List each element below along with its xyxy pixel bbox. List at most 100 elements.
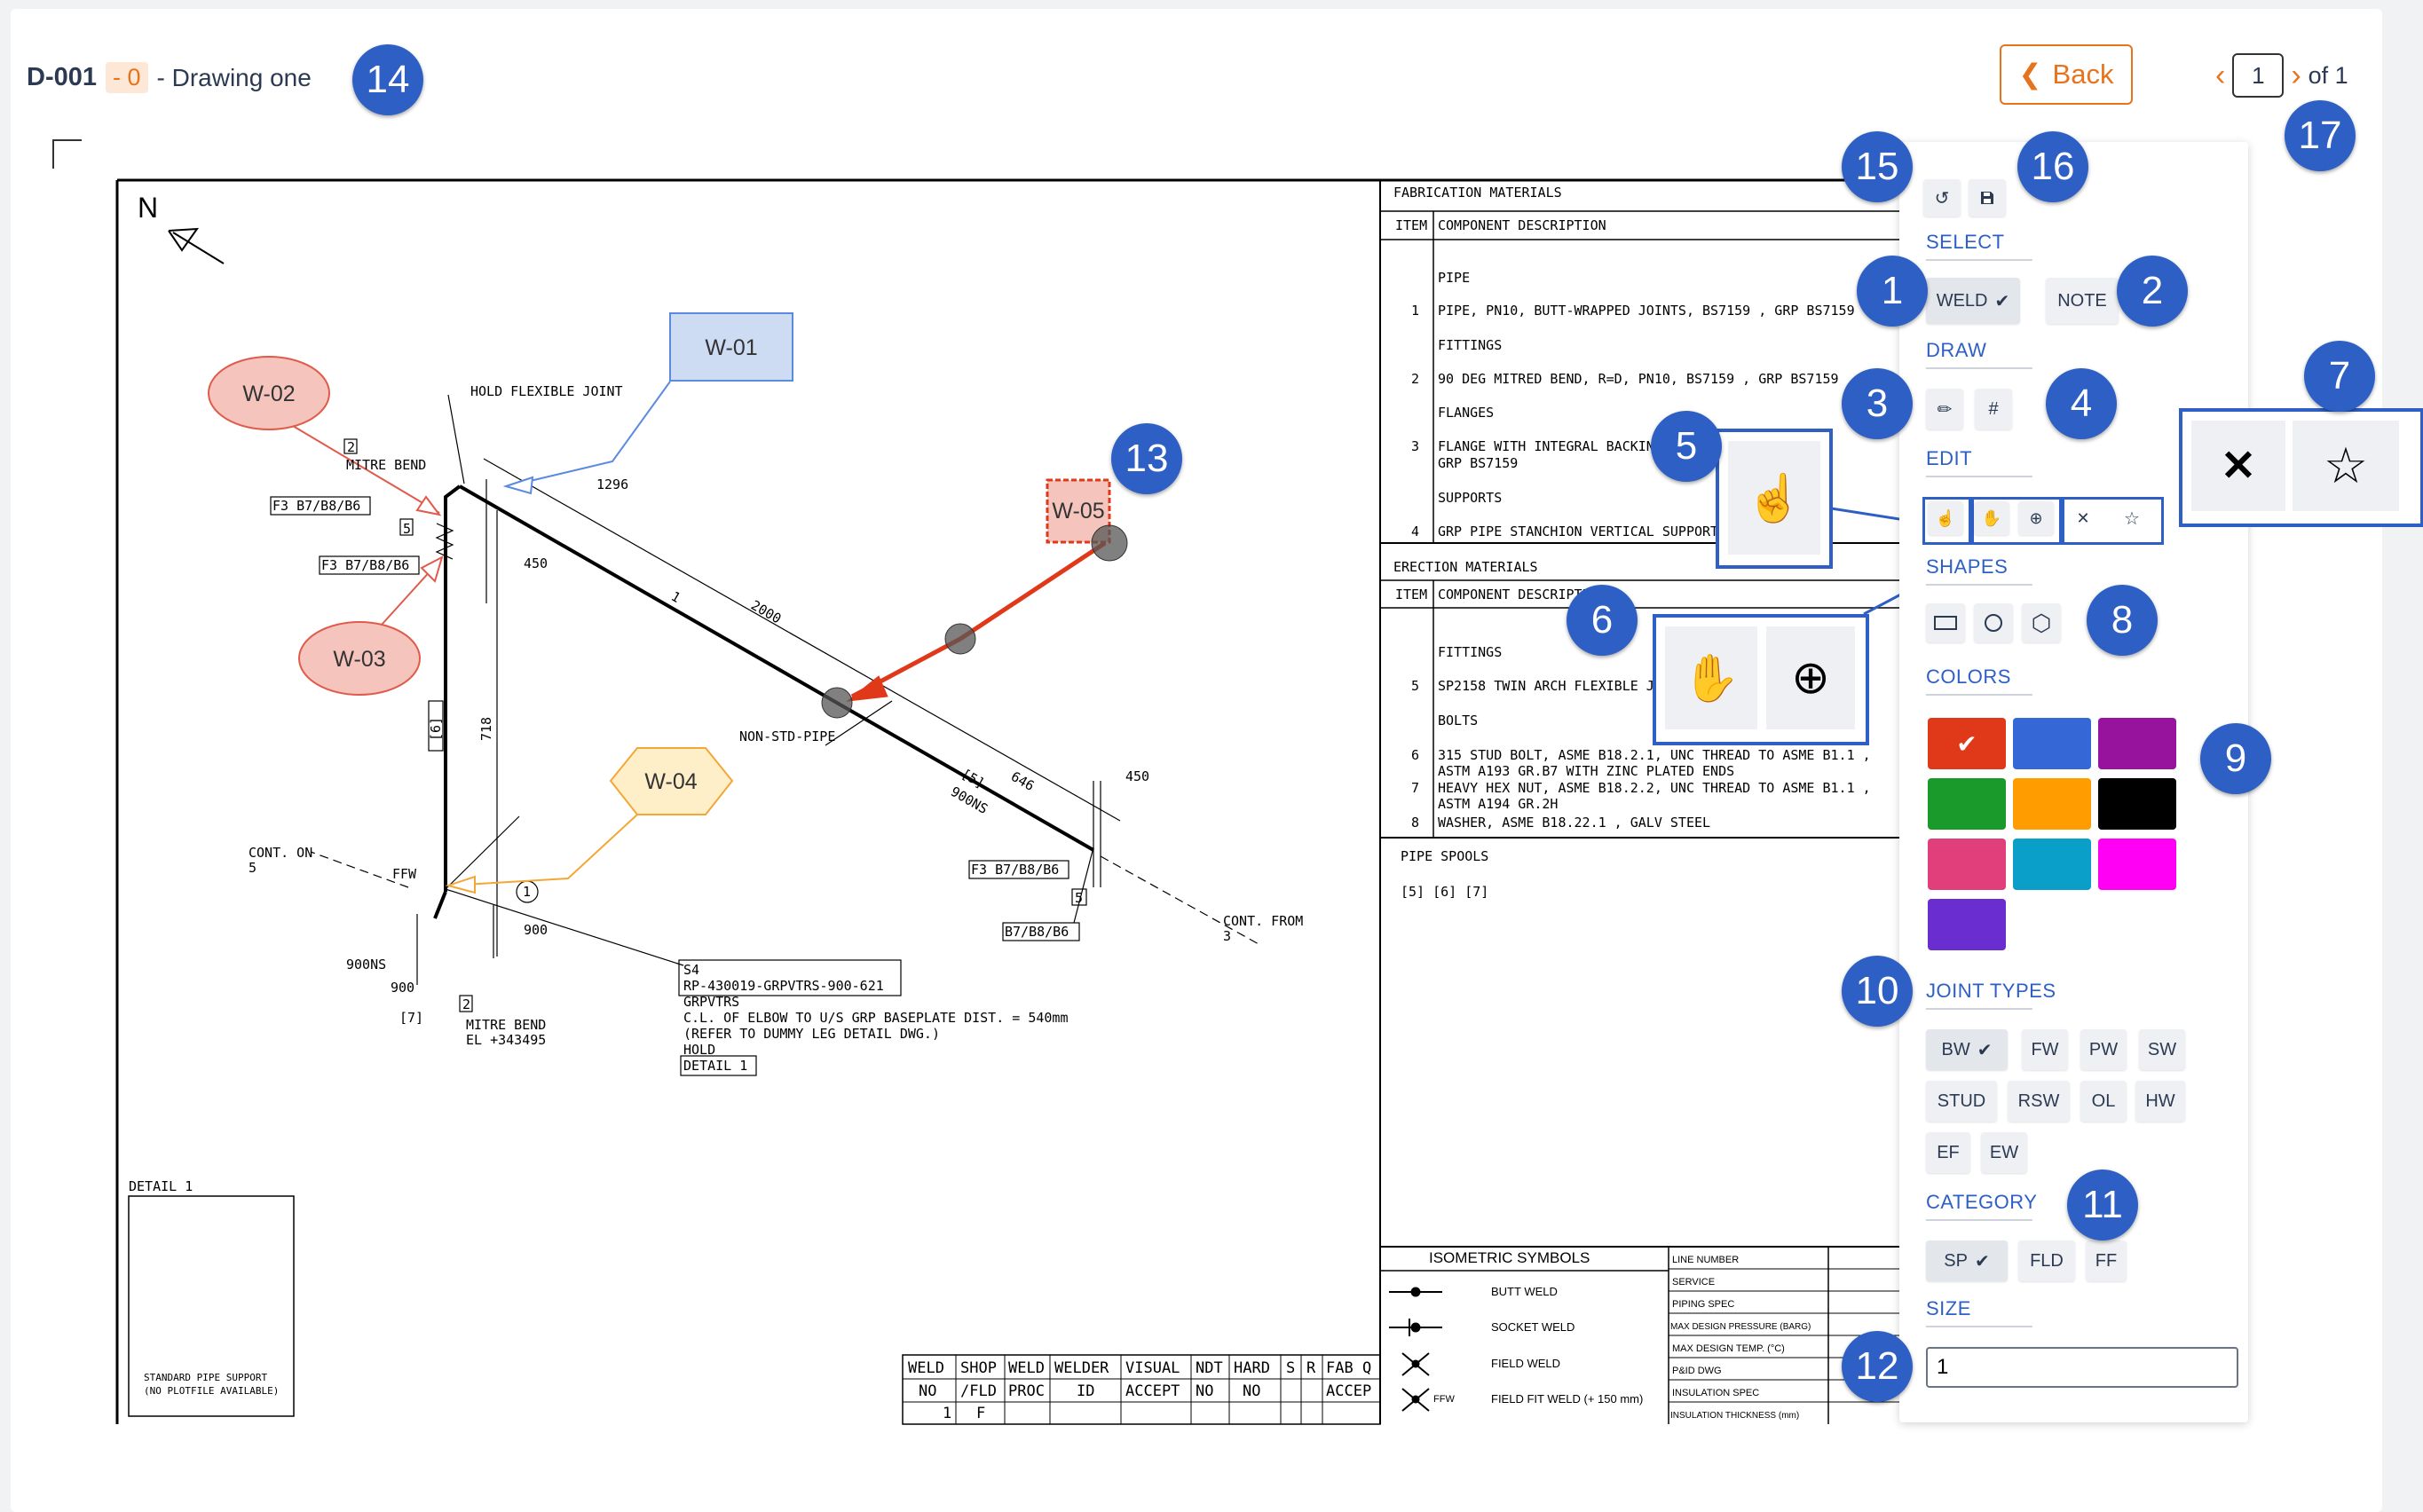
spec-line-4: C.L. OF ELBOW TO U/S GRP BASEPLATE DIST.… [683, 1010, 1068, 1026]
back-button-label: Back [2052, 59, 2114, 90]
badge-5: 5 [1651, 411, 1722, 482]
joint-type-stud[interactable]: STUD [1926, 1081, 1997, 1122]
joint-type-bw[interactable]: BW✔ [1926, 1029, 2008, 1070]
weld-table-h1-6: HARD [1234, 1359, 1270, 1377]
pencil-tool-button[interactable]: ✏ [1926, 389, 1963, 429]
category-section-title: CATEGORY [1926, 1191, 2038, 1213]
color-swatch[interactable] [2098, 718, 2176, 769]
bom-fittings-heading: FITTINGS [1438, 337, 1502, 353]
category-sp[interactable]: SP✔ [1926, 1240, 2008, 1281]
color-swatch[interactable]: ✔ [1928, 718, 2006, 769]
check-icon: ✔ [1994, 291, 2010, 311]
weld-table-h1-7: S [1286, 1359, 1295, 1377]
weld-table-h2-4: ACCEPT [1125, 1382, 1180, 1400]
color-swatch[interactable] [1928, 839, 2006, 890]
dim-n5a: 5 [403, 521, 411, 537]
note-ffw: FFW [392, 866, 417, 882]
weld-table-h2-9: ACCEP [1326, 1382, 1371, 1400]
spec-line-6: HOLD [683, 1042, 715, 1058]
flange-tag-1: F3 B7/B8/B6 [272, 498, 360, 514]
symbols-title: ISOMETRIC SYMBOLS [1429, 1249, 1590, 1266]
delete-tool-button[interactable]: ✕ [2064, 501, 2102, 535]
badge-11: 11 [2067, 1169, 2138, 1240]
joint-type-ef[interactable]: EF [1926, 1132, 1970, 1173]
color-swatch[interactable] [2013, 718, 2091, 769]
info-service: SERVICE [1672, 1277, 1715, 1288]
size-section-title: SIZE [1926, 1297, 1971, 1319]
edit-pointer-highlight [1922, 497, 1974, 545]
category-ff[interactable]: FF [2086, 1240, 2127, 1281]
pointer-tool-button[interactable]: ☝ [1928, 501, 1963, 535]
note-hold-flexible-joint: HOLD FLEXIBLE JOINT [470, 383, 623, 399]
dim-2000: 2000 [748, 597, 784, 627]
callout-w02[interactable]: W-02 [242, 382, 295, 406]
prev-page-icon[interactable]: ‹ [2215, 58, 2226, 92]
zoom-delete-star-tools: ✕ ☆ [2179, 408, 2423, 527]
weld-label: WELD [1936, 290, 1988, 311]
pan-tool-button[interactable]: ✋ [1974, 501, 2009, 535]
note-mitre-bend-top: MITRE BEND [346, 457, 426, 473]
save-button[interactable] [1969, 179, 2006, 217]
joint-type-sw[interactable]: SW [2139, 1029, 2185, 1070]
color-swatch[interactable] [2013, 839, 2091, 890]
note-label: NOTE [2057, 290, 2107, 311]
number-tool-button[interactable]: # [1975, 389, 2012, 429]
joint-label: EF [1937, 1142, 1960, 1162]
callout-w05[interactable]: W-05 [1052, 499, 1104, 524]
joint-types-section-title: JOINT TYPES [1926, 980, 2056, 1002]
joint-type-hw[interactable]: HW [2135, 1081, 2185, 1122]
joint-type-pw[interactable]: PW [2080, 1029, 2127, 1070]
bom-col-desc: COMPONENT DESCRIPTION [1438, 217, 1606, 233]
bom-n8: 8 [1411, 815, 1419, 831]
badge-2: 2 [2117, 256, 2188, 327]
spec-line-7: DETAIL 1 [683, 1058, 747, 1074]
joint-type-fw[interactable]: FW [2022, 1029, 2068, 1070]
hand-icon: ✋ [1981, 508, 2002, 527]
callout-w04[interactable]: W-04 [644, 769, 697, 794]
joint-type-ol[interactable]: OL [2080, 1081, 2127, 1122]
drawing-title: - Drawing one [156, 63, 312, 91]
joint-label: STUD [1937, 1091, 1986, 1111]
colors-section-title: COLORS [1926, 665, 2011, 688]
back-button[interactable]: ❮ Back [2000, 44, 2133, 105]
color-swatch[interactable] [2098, 778, 2176, 830]
pointer-hand-icon: ☝ [1935, 508, 1956, 527]
callout-w03[interactable]: W-03 [333, 647, 385, 672]
dim-n5b: 5 [1075, 890, 1083, 906]
select-weld-button[interactable]: WELD ✔ [1926, 278, 2020, 324]
page-number-input[interactable]: 1 [2232, 53, 2285, 98]
joint-label: SW [2147, 1039, 2177, 1059]
color-swatch[interactable] [1928, 778, 2006, 830]
note-elevation: EL +343495 [466, 1032, 546, 1048]
circle-shape-button[interactable] [1974, 603, 2013, 642]
bom-spools-heading: PIPE SPOOLS [1401, 848, 1488, 864]
category-label: FF [2095, 1250, 2118, 1271]
hash-icon: # [1988, 398, 1999, 419]
hexagon-shape-button[interactable]: ⬡ [2022, 603, 2061, 642]
color-swatch[interactable] [1928, 899, 2006, 950]
next-page-icon[interactable]: › [2291, 58, 2301, 92]
joint-type-ew[interactable]: EW [1981, 1132, 2027, 1173]
undo-button[interactable]: ↺ [1923, 179, 1961, 217]
color-swatch[interactable] [2098, 839, 2176, 890]
symbol-field-fit-weld: FIELD FIT WELD (+ 150 mm) [1491, 1392, 1643, 1406]
rectangle-icon [1934, 616, 1957, 630]
category-fld[interactable]: FLD [2018, 1240, 2075, 1281]
close-icon: ✕ [2191, 421, 2285, 511]
edit-delete-star-highlight [2059, 497, 2164, 545]
annotation-toolbar: ↺ SELECT WELD ✔ NOTE DRAW ✏ # EDIT ☝ ✋ ⊕… [1899, 142, 2248, 1422]
joint-type-rsw[interactable]: RSW [2008, 1081, 2070, 1122]
note-cont-on-num: 5 [249, 860, 257, 876]
color-swatch[interactable] [2013, 778, 2091, 830]
hexagon-icon: ⬡ [2031, 609, 2052, 636]
size-input[interactable] [1926, 1347, 2238, 1388]
joint-label: RSW [2017, 1091, 2060, 1111]
star-tool-button[interactable]: ☆ [2112, 501, 2151, 535]
weld-table-r1-1: F [976, 1405, 985, 1422]
callout-w01[interactable]: W-01 [705, 335, 757, 360]
rectangle-shape-button[interactable] [1926, 603, 1965, 642]
select-note-button[interactable]: NOTE [2046, 278, 2119, 324]
badge-15: 15 [1842, 131, 1913, 202]
zoom-tool-button[interactable]: ⊕ [2018, 501, 2054, 535]
